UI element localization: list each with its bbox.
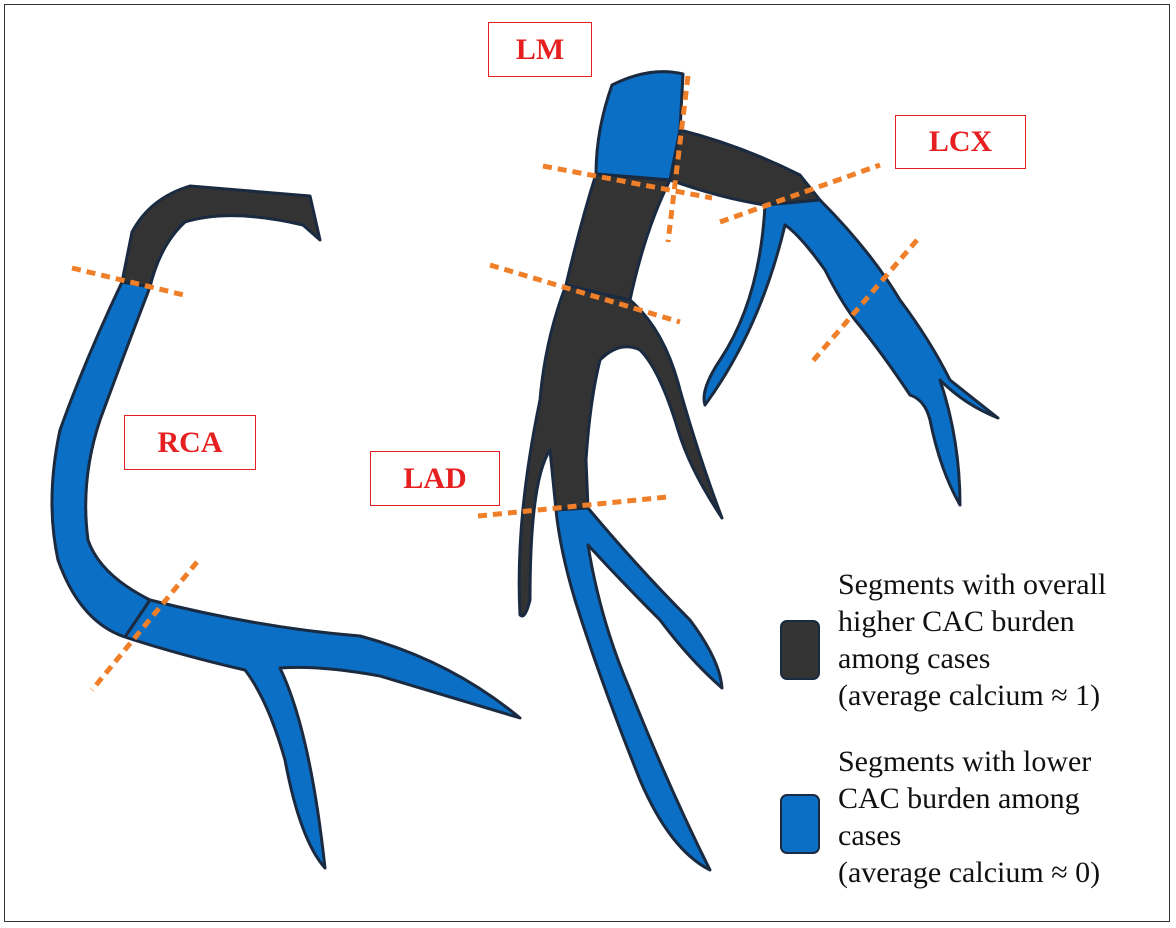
legend-low-line1: Segments with lower	[838, 743, 1100, 780]
lm-segment	[596, 72, 683, 180]
legend-high-line3: among cases	[838, 640, 1106, 677]
legend-high-swatch	[780, 620, 820, 680]
legend-low-line4: (average calcium ≈ 0)	[838, 854, 1100, 891]
lcx-distal-segment	[704, 200, 998, 505]
legend-high-text: Segments with overall higher CAC burden …	[838, 566, 1106, 714]
lad-distal-segment	[556, 508, 722, 870]
legend-low-swatch	[780, 794, 820, 854]
legend-high-line1: Segments with overall	[838, 566, 1106, 603]
lad-proximal-segment	[566, 174, 670, 300]
rca-proximal-segment	[122, 186, 320, 287]
label-lcx: LCX	[895, 115, 1026, 169]
label-lm: LM	[488, 22, 592, 77]
label-rca: RCA	[124, 415, 256, 470]
segment-dividers	[72, 76, 917, 690]
legend-high-line4: (average calcium ≈ 1)	[838, 677, 1106, 714]
rca-distal-segment	[125, 600, 520, 868]
label-lad-text: LAD	[403, 462, 466, 496]
label-rca-text: RCA	[158, 426, 223, 460]
label-lad: LAD	[370, 451, 500, 506]
legend-low-line2: CAC burden among	[838, 780, 1100, 817]
legend-low-text: Segments with lower CAC burden among cas…	[838, 743, 1100, 891]
label-lcx-text: LCX	[929, 125, 992, 159]
legend-low-line3: cases	[838, 817, 1100, 854]
label-lm-text: LM	[516, 33, 564, 67]
legend-high-line2: higher CAC burden	[838, 603, 1106, 640]
